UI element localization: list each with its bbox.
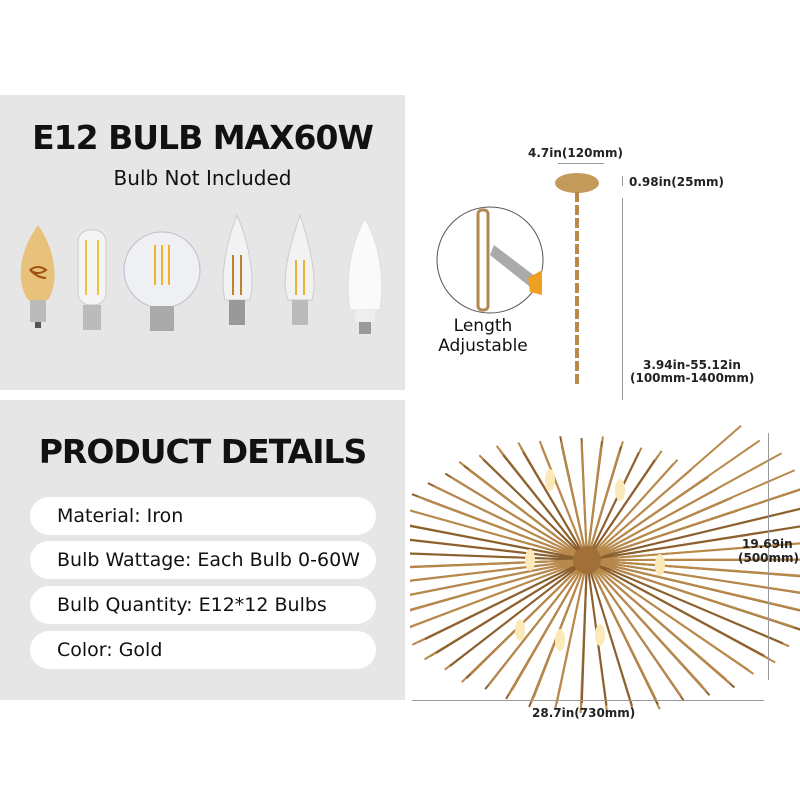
tubular-bulb-icon — [77, 229, 107, 330]
spike — [586, 559, 633, 707]
spike — [410, 559, 588, 612]
spike — [586, 459, 656, 561]
spike — [586, 439, 761, 561]
spike — [502, 454, 588, 561]
spike — [586, 559, 750, 671]
spike — [424, 498, 588, 561]
candle-bulb — [515, 619, 525, 641]
spike — [586, 559, 800, 594]
sputnik-body — [410, 425, 800, 713]
detail-quantity: Bulb Quantity: E12*12 Bulbs — [30, 586, 376, 624]
callout-line1: Length — [453, 316, 513, 336]
spike — [410, 524, 588, 561]
spike — [555, 559, 588, 704]
spike — [586, 559, 800, 577]
spike — [586, 559, 794, 628]
spike — [586, 559, 657, 701]
spike — [586, 542, 800, 561]
bulb-types-image — [20, 213, 383, 334]
spike — [411, 510, 588, 561]
spike — [470, 559, 588, 675]
spike — [586, 559, 704, 688]
spike — [410, 539, 588, 561]
chain-length-in-label: 3.94in-55.12in — [643, 358, 741, 372]
chandelier-image — [410, 173, 800, 713]
spike — [586, 507, 800, 561]
height-line — [768, 433, 769, 680]
spike — [410, 559, 588, 582]
spike — [586, 451, 640, 561]
candle-bulb — [545, 469, 555, 491]
detail-material: Material: Iron — [30, 497, 376, 535]
spike — [410, 559, 588, 597]
chain-length-mm-label: (100mm-1400mm) — [630, 371, 755, 385]
spike — [410, 559, 588, 629]
spike — [586, 559, 727, 680]
spiral-bulb-icon — [20, 225, 55, 328]
globe-bulb-icon — [123, 231, 201, 331]
candle-bulb — [555, 629, 565, 651]
length-adjustable-label: Length Adjustable — [428, 316, 538, 356]
spike — [540, 445, 588, 561]
spike — [488, 559, 588, 686]
spike — [424, 559, 588, 641]
spike — [435, 559, 588, 654]
spike — [586, 525, 800, 561]
canopy-width-line — [558, 163, 604, 164]
spike — [586, 469, 796, 561]
spike — [522, 451, 588, 561]
led-bulb-icon — [347, 216, 383, 334]
candle-bulb — [615, 479, 625, 501]
spike — [586, 558, 800, 561]
spike — [586, 450, 621, 561]
callout-line2: Adjustable — [438, 336, 528, 356]
bulb-subtitle: Bulb Not Included — [113, 166, 292, 190]
width-line — [412, 700, 764, 701]
spike — [511, 559, 588, 691]
candle-bulb-icon — [222, 213, 253, 325]
canopy-height-line — [622, 176, 623, 186]
candle-bulb — [595, 624, 605, 646]
spike — [586, 559, 784, 645]
spike — [586, 559, 765, 657]
canopy — [555, 173, 599, 193]
spike — [532, 559, 588, 698]
spike — [580, 559, 588, 703]
height-mm-label: (500mm) — [738, 551, 800, 565]
center-hub — [573, 546, 601, 574]
bulb-panel — [0, 95, 405, 390]
spike — [586, 559, 682, 697]
bulb-title: E12 BULB MAX60W — [32, 118, 374, 157]
spike — [449, 559, 588, 667]
spike — [450, 476, 588, 561]
details-title: PRODUCT DETAILS — [38, 432, 368, 471]
spike — [586, 446, 602, 561]
spike — [586, 463, 675, 561]
flame-tip-bulb-icon — [284, 213, 315, 325]
canopy-width-label: 4.7in(120mm) — [528, 146, 623, 160]
spike — [410, 559, 588, 569]
detail-wattage: Bulb Wattage: Each Bulb 0-60W — [30, 541, 376, 579]
width-label: 28.7in(730mm) — [532, 706, 636, 720]
candle-bulb — [525, 549, 535, 571]
chain-length-line — [622, 198, 623, 400]
spike — [580, 443, 588, 561]
spike — [433, 485, 588, 561]
candle-bulb — [655, 554, 665, 576]
spike — [586, 425, 742, 561]
height-in-label: 19.69in — [742, 537, 793, 551]
canopy-height-label: 0.98in(25mm) — [629, 175, 724, 189]
spike — [586, 559, 800, 612]
spike — [482, 458, 588, 561]
spike — [560, 446, 588, 561]
spike — [586, 452, 783, 561]
detail-color: Color: Gold — [30, 631, 376, 669]
spike — [410, 552, 588, 561]
zoom-callout — [436, 206, 544, 314]
spike — [467, 468, 588, 561]
